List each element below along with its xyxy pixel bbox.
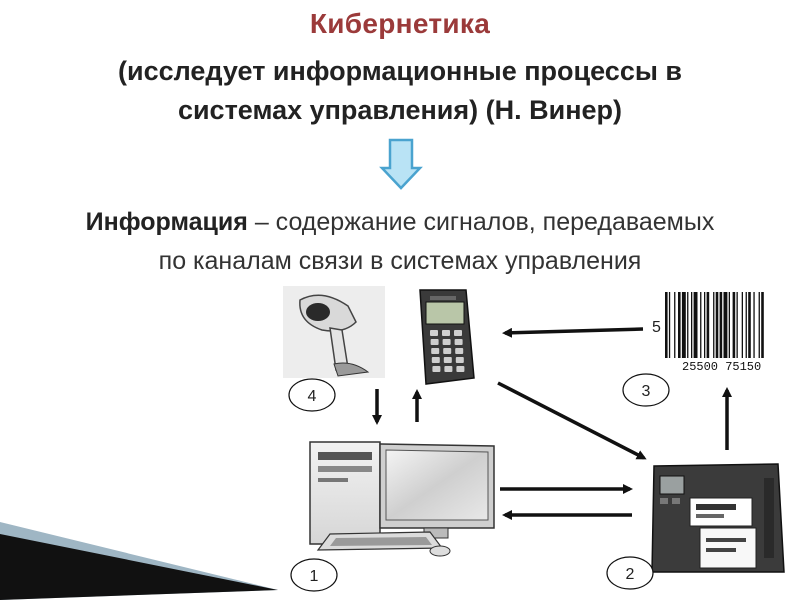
barcode-bar: [741, 292, 743, 358]
keypad-key: [455, 357, 464, 363]
definition-term: Информация: [85, 208, 248, 236]
barcode-bar: [674, 292, 676, 358]
slide-subtitle: (исследует информационные процессы в сис…: [20, 52, 780, 130]
keypad-key: [454, 339, 463, 345]
definition-text: – содержание сигналов, передаваемых: [247, 208, 715, 236]
svg-text:2: 2: [626, 566, 635, 583]
barcode-bar: [706, 292, 710, 358]
arrow-terminal-to-printer: [497, 381, 647, 460]
barcode-bar: [761, 292, 764, 358]
slide-title: Кибернетика: [309, 8, 491, 39]
barcode-bar: [715, 292, 719, 358]
keypad-key: [444, 366, 453, 372]
subtitle-line-1: (исследует информационные процессы в: [117, 56, 682, 86]
flow-arrows: [372, 327, 732, 520]
barcode-bar: [723, 292, 728, 358]
barcode-bar: [693, 292, 698, 358]
keypad-key: [430, 339, 439, 345]
keypad-key: [442, 330, 450, 336]
keypad-key: [431, 348, 440, 354]
terminal-keypad: [430, 330, 465, 372]
keypad-key: [443, 348, 452, 354]
label-4: 4: [288, 378, 336, 412]
barcode-bar: [665, 292, 668, 358]
barcode-scanner-image: [283, 286, 385, 378]
arrow-barcode-to-terminal: [502, 327, 644, 338]
barcode-bar: [745, 292, 747, 358]
label-printer-image: [651, 463, 785, 573]
barcode-digits: 25500 75150: [682, 360, 761, 374]
computer-image: [309, 441, 495, 557]
keypad-key: [443, 357, 452, 363]
barcode-image: 5 25500 75150: [652, 292, 764, 374]
keypad-key: [432, 366, 441, 372]
keypad-key: [456, 366, 465, 372]
barcode-bar: [681, 292, 686, 358]
barcode-bar: [704, 292, 706, 358]
barcode-bar: [700, 292, 702, 358]
decorative-triangle: [0, 522, 278, 600]
barcode-bar: [713, 292, 715, 358]
keypad-key: [442, 339, 451, 345]
svg-text:1: 1: [310, 568, 319, 585]
keypad-key: [431, 357, 440, 363]
label-1: 1: [290, 558, 338, 592]
svg-text:4: 4: [308, 388, 317, 405]
definition-line-1: Информация – содержание сигналов, переда…: [0, 203, 800, 242]
svg-text:3: 3: [642, 383, 651, 400]
down-arrow-icon: [379, 138, 423, 190]
barcode-bar: [678, 292, 681, 358]
keypad-key: [454, 330, 462, 336]
keypad-key: [430, 330, 438, 336]
barcode-left-digit: 5: [652, 319, 661, 336]
subtitle-line-2: системах управления) (Н. Винер): [177, 95, 623, 125]
information-definition: Информация – содержание сигналов, переда…: [0, 203, 800, 281]
barcode-bar: [736, 292, 738, 358]
label-2: 2: [606, 556, 654, 590]
barcode-bar: [748, 292, 751, 358]
barcode-bar: [728, 292, 730, 358]
keypad-key: [455, 348, 464, 354]
barcode-bar: [758, 292, 760, 358]
barcode-bar: [732, 292, 736, 358]
barcode-bar: [753, 292, 755, 358]
barcode-bar: [687, 292, 689, 358]
definition-line-2: по каналам связи в системах управления: [158, 247, 642, 275]
barcode-bar: [719, 292, 723, 358]
barcode-bar: [691, 292, 693, 358]
label-3: 3: [622, 373, 670, 407]
barcode-bar: [668, 292, 671, 358]
